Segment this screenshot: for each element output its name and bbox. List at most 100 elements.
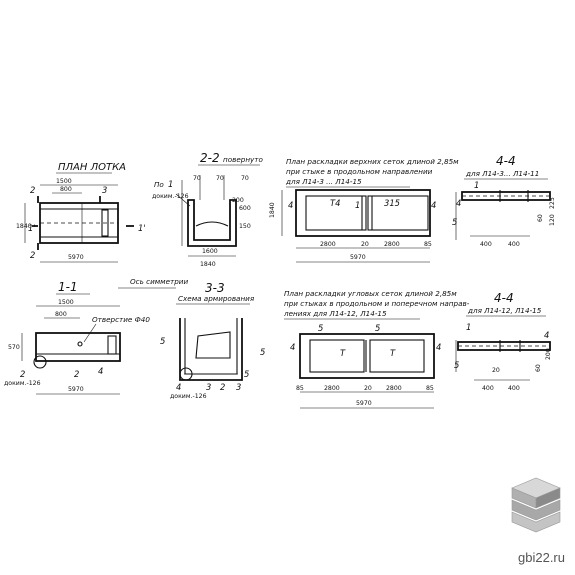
upper-mesh-title-1: План раскладки верхних сеток длиной 2,85… [286,157,459,166]
upper-mark-4b: 4 [431,200,436,210]
plan-dim-1840: 1840 [16,223,32,230]
section44a-mark-5: 5 [452,217,457,227]
section33-subtitle: Схема армирования [178,294,255,303]
section11-dim-1500: 1500 [58,299,74,306]
section11-dim-570: 570 [8,344,20,351]
section11-dim-5970: 5970 [68,386,84,393]
section44b-dim-20: 20 [492,367,500,374]
upper-dim-2800b: 2800 [384,241,400,248]
upper-mesh-title-2: при стыке в продольном направлении [286,167,433,176]
section44a-title: 4-4 [496,154,516,168]
section44b-dim-60: 60 [535,364,542,372]
watermark-text[interactable]: gbi22.ru [518,550,565,565]
corner-mesh-title-1: План раскладки угловых сеток длиной 2,85… [284,289,457,298]
section11-hole-label: Отверстие Ф40 [92,315,150,324]
section44b-dim-200: 200 [545,348,552,360]
corner-dim-5970: 5970 [356,400,372,407]
corner-dim-85b: 85 [426,385,434,392]
section-4-4-b: 4-4 для Л14-12, Л14-15 1 4 5 400 400 200… [454,291,552,392]
corner-mark-4a: 4 [290,342,295,352]
corner-mesh-title-3: лениях для Л14-12, Л14-15 [283,309,387,318]
section33-mark-2: 2 [220,382,225,392]
upper-dim-5970: 5970 [350,254,366,261]
section11-anchor: доким.-126 [4,380,41,387]
section22-dim-600: 600 [239,205,251,212]
section44a-mark-4: 4 [456,198,461,208]
section22-dim-70a: 70 [193,175,201,182]
upper-mesh-plan: План раскладки верхних сеток длиной 2,85… [269,157,459,263]
section-3-3: 3-3 Схема армирования 5 5 4 3 2 3 5 доки… [160,281,265,400]
section22-dim-1840: 1840 [200,261,216,268]
section22-dim-150: 150 [239,223,251,230]
corner-mark-t-a: Т [340,348,346,358]
section33-anchor: доким.-126 [170,393,207,400]
upper-mark-4t: Т4 [330,198,340,208]
upper-dim-20: 20 [361,241,369,248]
plan-mark-2-bottom: 2 [30,250,35,260]
plan-mark-2-top: 2 [30,185,35,195]
section11-title: 1-1 [58,280,78,294]
upper-dim-2800a: 2800 [320,241,336,248]
section44a-mark-1: 1 [474,180,479,190]
upper-dim-1840: 1840 [269,202,276,218]
plan-title: ПЛАН ЛОТКА [58,162,126,173]
section44a-dim-400b: 400 [508,241,520,248]
section33-title: 3-3 [205,281,225,295]
plan-view: ПЛАН ЛОТКА 1500 800 1840 5970 1' 1' 2 2 … [16,162,146,263]
corner-dim-85a: 85 [296,385,304,392]
section33-mark-4: 4 [176,382,181,392]
section44b-mark-4: 4 [544,330,549,340]
section22-mark-label: По [154,180,164,189]
upper-mark-t4: 315 [384,198,400,208]
section44a-note: для Л14-3... Л14-11 [465,169,539,178]
section44b-note: для Л14-12, Л14-15 [467,306,542,315]
corner-mark-4b: 4 [436,342,441,352]
upper-dim-85: 85 [424,241,432,248]
section11-mark-2b: 2 [74,369,79,379]
section22-subtitle: повернуто [223,155,263,164]
plan-mark-1-right: 1' [138,223,146,233]
section-4-4-a: 4-4 для Л14-3... Л14-11 1 4 5 400 400 22… [452,154,556,248]
section22-mark-1: 1 [168,179,173,189]
section22-dim-70b: 70 [216,175,224,182]
corner-mark-5b: 5 [375,323,380,333]
section11-mark-2a: 2 [20,369,25,379]
corner-mesh-plan: План раскладки угловых сеток длиной 2,85… [283,289,470,409]
cube-logo-icon [511,477,561,533]
section33-mark-3: 3 [206,382,211,392]
section44a-dim-225: 225 [549,197,556,209]
section44b-dim-400a: 400 [482,385,494,392]
plan-dim-5970: 5970 [68,254,84,261]
section11-mark-4: 4 [98,366,103,376]
section22-anchor: доким.-126 [152,193,189,200]
section44a-dim-60: 60 [537,214,544,222]
upper-mark-1: 1 [355,200,360,210]
axis-note: Ось симметрии [130,277,188,286]
section44b-mark-5: 5 [454,360,459,370]
corner-dim-2800b: 2800 [386,385,402,392]
section22-title: 2-2 [200,151,220,165]
plan-dim-1500: 1500 [56,178,72,185]
corner-dim-20: 20 [364,385,372,392]
section44a-dim-400a: 400 [480,241,492,248]
corner-mesh-title-2: при стыках в продольном и поперечном нап… [284,299,470,308]
plan-mark-1-left: 1' [28,223,36,233]
section33-mark-5b: 5 [260,347,265,357]
section44a-dim-120: 120 [549,214,556,226]
plan-dim-800: 800 [60,186,72,193]
corner-mark-5a: 5 [318,323,323,333]
plan-mark-3: 3 [102,185,107,195]
section33-mark-3b: 3 [236,382,241,392]
section22-dim-1600: 1600 [202,248,218,255]
section33-mark-5a: 5 [160,336,165,346]
corner-mark-t-b: Т [390,348,396,358]
upper-mesh-title-3: для Л14-3 ... Л14-15 [285,177,362,186]
section22-dim-70c: 70 [241,175,249,182]
section11-dim-800: 800 [55,311,67,318]
section22-dim-200: 200 [232,197,244,204]
section44b-title: 4-4 [494,291,514,305]
section-1-1: 1-1 1500 800 570 5970 2 2 4 Отверстие Ф4… [4,280,150,395]
upper-mark-4a: 4 [288,200,293,210]
section-2-2: 2-2 повернуто 70 70 70 600 150 200 1600 … [152,151,263,268]
